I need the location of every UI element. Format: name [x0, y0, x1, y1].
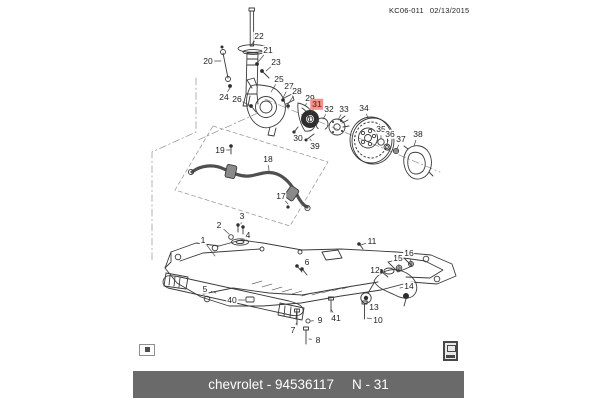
- callout-29[interactable]: 29: [304, 92, 316, 103]
- doc-header: KC06-011 02/13/2015: [389, 6, 475, 15]
- callout-28[interactable]: 28: [291, 85, 303, 96]
- callout-32[interactable]: 32: [323, 103, 335, 114]
- callout-9[interactable]: 9: [316, 314, 324, 325]
- callout-34[interactable]: 34: [358, 102, 370, 113]
- callout-17[interactable]: 17: [275, 190, 287, 201]
- callout-25[interactable]: 25: [273, 73, 285, 84]
- callout-33[interactable]: 33: [338, 103, 350, 114]
- wheel-hub: [328, 115, 350, 136]
- snap-ring: [315, 117, 329, 131]
- callout-11[interactable]: 11: [366, 235, 378, 246]
- callout-5[interactable]: 5: [201, 283, 209, 294]
- callout-13[interactable]: 13: [368, 301, 380, 312]
- footer-reference: N - 31: [352, 377, 389, 392]
- fasteners-upper: [228, 62, 315, 142]
- callout-22[interactable]: 22: [253, 30, 265, 41]
- callout-30[interactable]: 30: [292, 132, 304, 143]
- callout-7[interactable]: 7: [289, 324, 297, 335]
- doc-code: KC06-011: [389, 6, 424, 15]
- callout-8[interactable]: 8: [314, 334, 322, 345]
- parts-list-icon-glyph: [447, 345, 456, 352]
- callout-3[interactable]: 3: [238, 210, 246, 221]
- callout-20[interactable]: 20: [202, 55, 214, 66]
- footer-brand-part: chevrolet - 94536117: [208, 377, 335, 392]
- callout-41[interactable]: 41: [330, 312, 342, 323]
- brake-rotor: [349, 116, 395, 165]
- footer-part-bar: chevrolet - 94536117 N - 31: [133, 371, 464, 398]
- callout-31[interactable]: 31: [310, 98, 324, 110]
- callout-39[interactable]: 39: [309, 140, 321, 151]
- callout-27[interactable]: 27: [283, 80, 295, 91]
- callout-16[interactable]: 16: [403, 247, 415, 258]
- callout-24[interactable]: 24: [218, 91, 230, 102]
- callout-38[interactable]: 38: [412, 128, 424, 139]
- leader-lines: [206, 40, 417, 340]
- wheel-bearing[interactable]: [301, 110, 319, 128]
- callout-10[interactable]: 10: [372, 314, 384, 325]
- lower-brace: [162, 272, 305, 321]
- construction-lines: [151, 77, 441, 263]
- callout-40[interactable]: 40: [226, 294, 238, 305]
- callout-18[interactable]: 18: [262, 153, 274, 164]
- hub-washer-nut: [377, 138, 400, 155]
- callout-19[interactable]: 19: [214, 144, 226, 155]
- callout-4[interactable]: 4: [244, 229, 252, 240]
- parts-list-icon[interactable]: [443, 341, 458, 361]
- doc-date: 02/13/2015: [429, 6, 470, 15]
- control-arm: [360, 267, 418, 307]
- callout-26[interactable]: 26: [231, 93, 243, 104]
- callout-12[interactable]: 12: [369, 264, 381, 275]
- callout-1[interactable]: 1: [199, 234, 207, 245]
- stabilizer-link: [220, 45, 231, 82]
- callout-23[interactable]: 23: [270, 56, 282, 67]
- callout-2[interactable]: 2: [215, 219, 223, 230]
- fasteners-lower: [294, 242, 414, 345]
- subframe-crossmember: [164, 239, 457, 307]
- callout-37[interactable]: 37: [395, 133, 407, 144]
- callout-6[interactable]: 6: [303, 256, 311, 267]
- callout-36[interactable]: 36: [384, 128, 396, 139]
- image-preview-icon-glyph: [145, 347, 150, 352]
- body-mount-hardware: [228, 223, 249, 246]
- brake-caliper-bracket: [403, 145, 434, 180]
- callout-14[interactable]: 14: [403, 280, 415, 291]
- image-preview-icon[interactable]: [139, 344, 155, 356]
- callout-15[interactable]: 15: [392, 252, 404, 263]
- callout-21[interactable]: 21: [262, 44, 274, 55]
- parts-list-icon-bar: [446, 355, 455, 358]
- stabilizer-bar: [187, 144, 311, 212]
- callout-35[interactable]: 35: [375, 123, 387, 134]
